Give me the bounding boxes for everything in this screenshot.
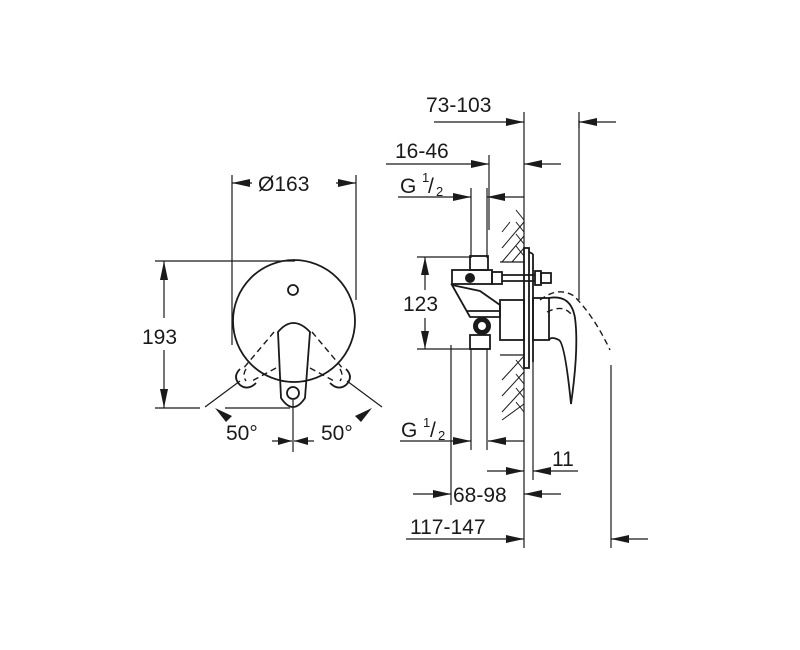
svg-text:/: / xyxy=(428,175,434,198)
diameter-label: Ø163 xyxy=(258,173,309,196)
angle-right-label: 50° xyxy=(321,422,353,445)
height-label: 193 xyxy=(142,326,177,349)
svg-text:2: 2 xyxy=(438,428,445,443)
svg-text:1: 1 xyxy=(423,415,430,430)
dim-16-46: 16-46 xyxy=(395,140,449,163)
svg-text:G: G xyxy=(400,175,416,198)
side-view: 73-103 16-46 G 1 / 2 xyxy=(386,94,648,548)
dim-73-103: 73-103 xyxy=(426,94,491,117)
body-height-label: 123 xyxy=(403,293,438,316)
plate-thickness-label: 11 xyxy=(552,448,574,471)
svg-text:1: 1 xyxy=(422,170,429,185)
svg-text:2: 2 xyxy=(436,184,443,199)
front-view: Ø163 193 50° 50° xyxy=(142,173,383,452)
angle-left-label: 50° xyxy=(226,422,258,445)
svg-text:/: / xyxy=(430,419,436,442)
thread-bottom-label: G 1 / 2 xyxy=(401,415,445,443)
svg-text:G: G xyxy=(401,419,417,442)
dim-117-147: 117-147 xyxy=(410,516,486,539)
thread-top-label: G 1 / 2 xyxy=(400,170,443,199)
dim-68-98: 68-98 xyxy=(453,484,507,507)
